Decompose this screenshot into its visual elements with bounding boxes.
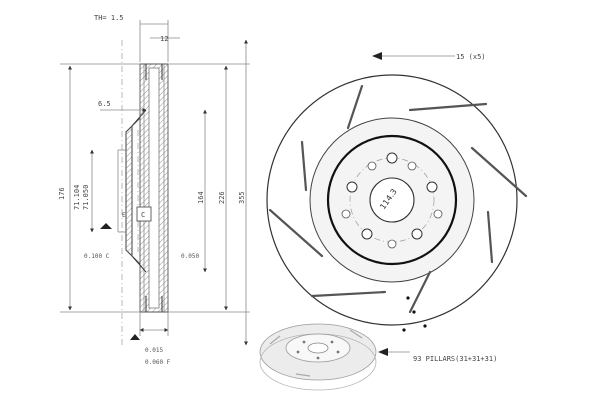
small-hole — [341, 209, 351, 219]
datum-e-label: E — [122, 212, 126, 219]
small-hole — [407, 161, 417, 171]
bolt-holes — [346, 152, 438, 240]
label-71-050: 71.050 — [82, 185, 90, 210]
slot — [486, 210, 494, 264]
label-355: 355 — [238, 191, 246, 204]
datum-c-box — [136, 206, 152, 222]
label-th: TH= 1.5 — [94, 14, 124, 22]
label-164: 164 — [197, 191, 205, 204]
thumb-slot — [295, 373, 311, 377]
bolt-hole — [361, 228, 373, 240]
datum-f-triangle — [130, 334, 140, 340]
pillar-dot — [406, 296, 410, 300]
label-tol-0-060: 0.060 F — [145, 359, 171, 366]
thumb-hole — [336, 350, 340, 354]
bolt-hole — [426, 181, 438, 193]
thumb-slot — [269, 335, 281, 345]
perspective-thumbnail — [259, 323, 377, 391]
bolt-hole — [411, 228, 423, 240]
label-176: 176 — [58, 187, 66, 200]
thumb-hole — [296, 350, 300, 354]
small-hole — [433, 209, 443, 219]
slot — [268, 208, 324, 258]
ring-notches — [145, 64, 163, 312]
thumb-slot — [349, 329, 363, 339]
small-hole — [387, 239, 397, 249]
label-pillars: 93 PILLARS(31+31+31) — [413, 355, 497, 363]
vent-channel — [148, 67, 160, 309]
label-tol-0-015: 0.015 — [145, 347, 163, 354]
thumb-bolt-holes — [296, 340, 340, 360]
label-226: 226 — [218, 191, 226, 204]
pillar-dot — [402, 328, 406, 332]
slot — [300, 140, 308, 192]
pillars-leader-arrow — [378, 348, 388, 356]
slot — [346, 84, 364, 130]
thumb-hole — [316, 356, 320, 360]
cross-section-view: C E TH= 1.5 12 6.5 176 71.104 71.050 164 — [58, 14, 250, 366]
datum-c-label: C — [141, 211, 145, 219]
pillar-dots — [402, 296, 427, 332]
small-hole — [367, 161, 377, 171]
slot — [408, 102, 488, 112]
hat-wall — [125, 124, 133, 258]
pillar-dot — [412, 310, 416, 314]
label-71-104: 71.104 — [73, 185, 81, 210]
hat-outer-edge — [326, 134, 458, 266]
locating-holes — [341, 161, 443, 249]
bolt-hole — [346, 181, 358, 193]
slot — [470, 146, 528, 198]
thumb-bore — [307, 342, 329, 354]
pillar-dot — [423, 324, 427, 328]
datum-e-triangle — [100, 223, 112, 229]
holes-leader-arrow — [372, 52, 382, 60]
thumb-hole — [330, 340, 334, 344]
label-tol-0-100: 0.100 C — [84, 253, 110, 260]
friction-slots — [268, 84, 528, 314]
slot — [310, 290, 387, 298]
front-view: 114.3 15 (x5) 93 PILLARS(31+31+31) — [266, 52, 528, 363]
label-tol-0-050: 0.050 — [181, 253, 199, 260]
label-12: 12 — [160, 35, 168, 43]
thumb-hole — [302, 340, 306, 344]
label-holes: 15 (x5) — [456, 53, 486, 61]
center-bore — [369, 177, 415, 223]
bolt-hole — [386, 152, 398, 164]
slot — [408, 270, 432, 314]
label-6-5: 6.5 — [98, 100, 111, 108]
